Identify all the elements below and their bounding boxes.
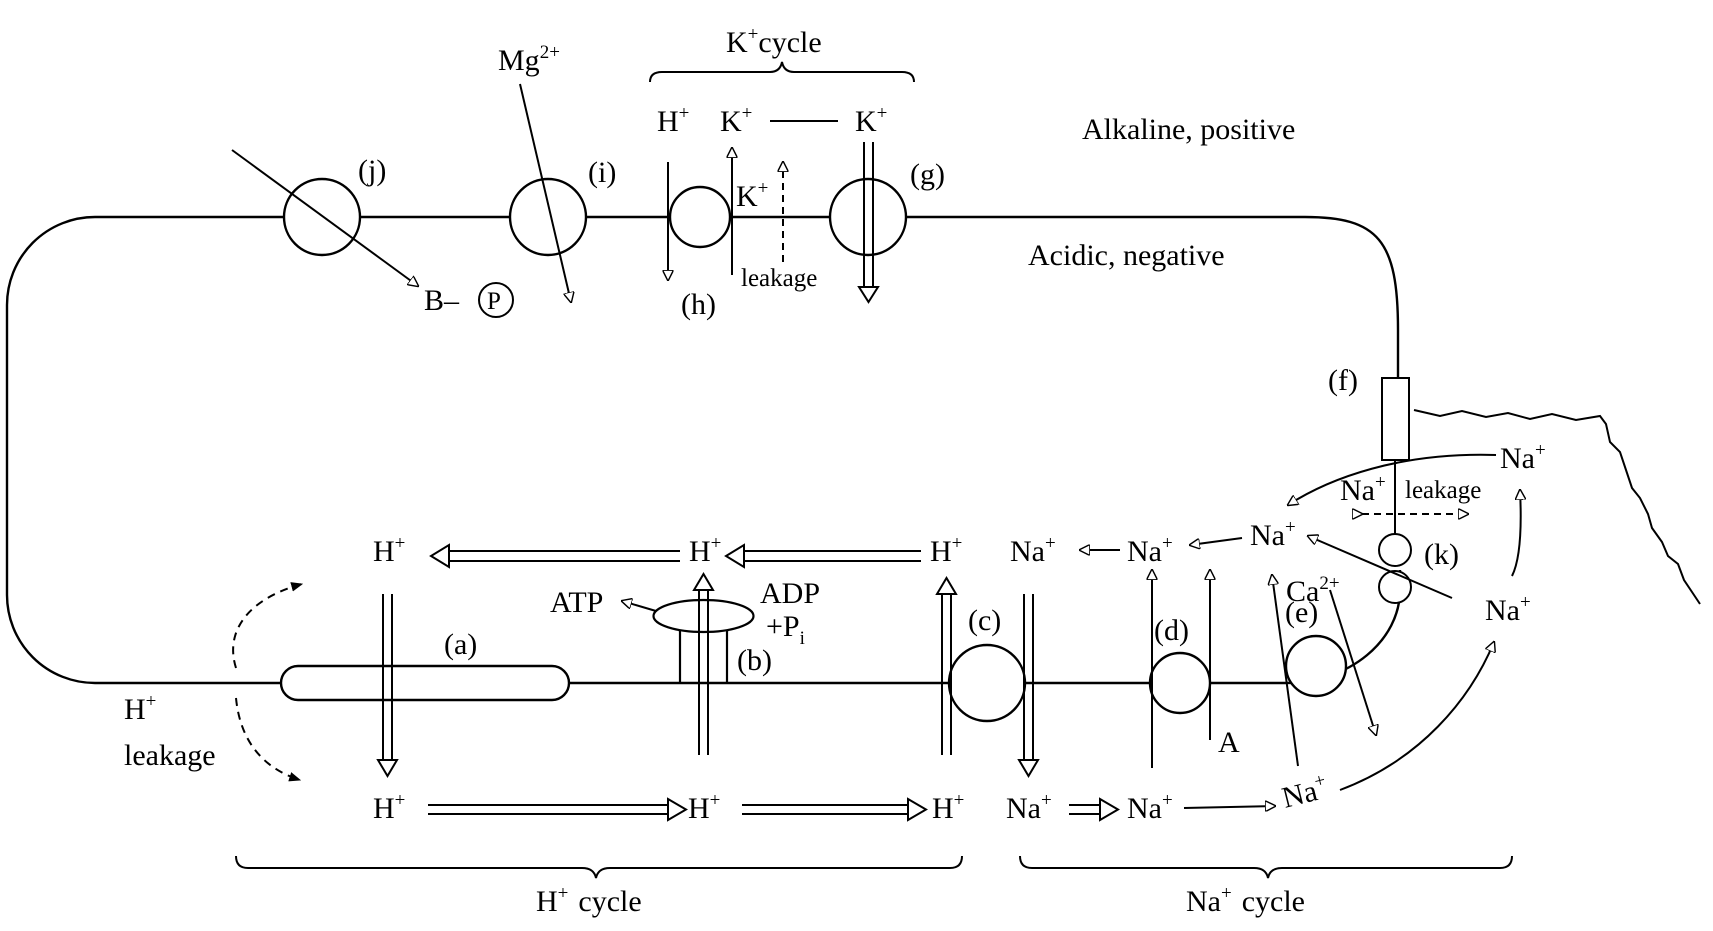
inside-region-label: Acidic, negative xyxy=(1028,239,1225,272)
h-atpsynthase-arrow xyxy=(692,572,715,755)
flagellar-motor-rod xyxy=(1381,377,1410,461)
na-cycle-brace xyxy=(1019,855,1513,879)
h-pump-a-arrow xyxy=(376,594,399,778)
label-i: (i) xyxy=(588,156,616,189)
label-c: (c) xyxy=(968,604,1001,637)
na-ion-in-2: Na+ xyxy=(1127,790,1173,825)
label-f: (f) xyxy=(1328,364,1358,397)
h-leak-ion: H+ xyxy=(124,691,156,726)
outside-region-label: Alkaline, positive xyxy=(1082,113,1295,146)
transporter-c xyxy=(947,643,1027,723)
flagellum xyxy=(1413,409,1701,605)
na-ion-in-1: Na+ xyxy=(1006,790,1052,825)
label-a: (a) xyxy=(444,628,477,661)
na-return-arrow xyxy=(1288,453,1497,505)
h-cycle-brace xyxy=(235,855,963,879)
transporter-e xyxy=(1284,634,1348,698)
h-bottom-arrows xyxy=(428,797,928,822)
h-top-arrows xyxy=(429,543,921,569)
h-antiport-arrow xyxy=(935,576,958,755)
ca-ion: Ca2+ xyxy=(1286,573,1340,608)
label-d: (d) xyxy=(1154,614,1189,647)
phosphate-circle xyxy=(478,282,514,318)
na-antiport-arrow xyxy=(1017,594,1040,778)
h-ion-top: H+ xyxy=(657,103,689,138)
transporter-i xyxy=(508,177,588,257)
na-bottom-arrow-2 xyxy=(1183,806,1275,808)
na-top-arrow-2 xyxy=(1190,537,1243,545)
h-ion-out-right: H+ xyxy=(930,533,962,568)
k-ion-top-left: K+ xyxy=(720,103,752,138)
h-ion-out-center: H+ xyxy=(689,533,721,568)
phosphorylation-arrow xyxy=(231,149,418,286)
na-cycle-label: Na+cycle xyxy=(1186,883,1305,918)
label-g: (g) xyxy=(910,158,945,191)
h-ion-in-left: H+ xyxy=(373,790,405,825)
na-to-flagellum-arrow xyxy=(1339,642,1494,791)
na-ion-outside-right: Na+ xyxy=(1500,440,1546,475)
transporter-h xyxy=(668,185,732,249)
transporter-g xyxy=(828,177,908,257)
atp-label: ATP xyxy=(550,586,603,619)
atp-arrow xyxy=(622,601,657,612)
adp-label: ADP xyxy=(760,577,820,610)
motor-protein-upper xyxy=(1378,533,1412,567)
transporter-d xyxy=(1148,651,1212,715)
label-h: (h) xyxy=(681,288,716,321)
na-ion-motor-left: Na+ xyxy=(1250,517,1296,552)
pi-label: +Pi xyxy=(766,610,805,649)
a-substrate-label: A xyxy=(1218,726,1240,759)
k-cycle-label: K+cycle xyxy=(726,24,822,59)
h-leakage-arrow-down xyxy=(235,697,302,782)
h-leakage-label: leakage xyxy=(124,739,216,772)
motor-protein-lower xyxy=(1378,570,1412,604)
na-ion-inside-right: Na+ xyxy=(1485,592,1531,627)
k-ion-top-right: K+ xyxy=(855,103,887,138)
label-j: (j) xyxy=(358,154,386,187)
phosphorylated-b-label: B– xyxy=(424,284,460,317)
h-ion-in-right: H+ xyxy=(932,790,964,825)
na-leak-ion: Na+ xyxy=(1340,472,1386,507)
k-cycle-brace xyxy=(649,61,915,83)
atp-synthase xyxy=(652,598,755,683)
phosphate-symbol: P xyxy=(487,288,501,315)
h-cycle-label: H+cycle xyxy=(536,883,642,918)
h-ion-in-center: H+ xyxy=(688,790,720,825)
na-e-up-arrow xyxy=(1272,575,1299,767)
na-bottom-arrow-1 xyxy=(1069,797,1120,822)
k-uptake-double-arrow xyxy=(857,142,880,304)
na-ion-out-2: Na+ xyxy=(1127,533,1173,568)
mg-ion-label: Mg2+ xyxy=(498,42,560,77)
ca-efflux-arrow xyxy=(1329,589,1376,735)
mg-uptake-arrow xyxy=(519,83,571,302)
h-leakage-arrow-up xyxy=(232,582,304,669)
na-up-to-outside-arrow xyxy=(1511,490,1521,577)
transporter-a-complex xyxy=(279,664,571,702)
na-leakage-label: leakage xyxy=(1405,477,1481,504)
label-k: (k) xyxy=(1424,538,1459,571)
h-ion-out-left: H+ xyxy=(373,533,405,568)
label-e: (e) xyxy=(1285,596,1318,629)
na-ion-in-3: Na+ xyxy=(1278,770,1331,815)
k-ion-leak: K+ xyxy=(736,178,768,213)
k-leakage-label: leakage xyxy=(741,265,817,292)
label-b: (b) xyxy=(737,644,772,677)
na-ion-out-1: Na+ xyxy=(1010,533,1056,568)
na-to-motor-arrow xyxy=(1308,536,1453,599)
